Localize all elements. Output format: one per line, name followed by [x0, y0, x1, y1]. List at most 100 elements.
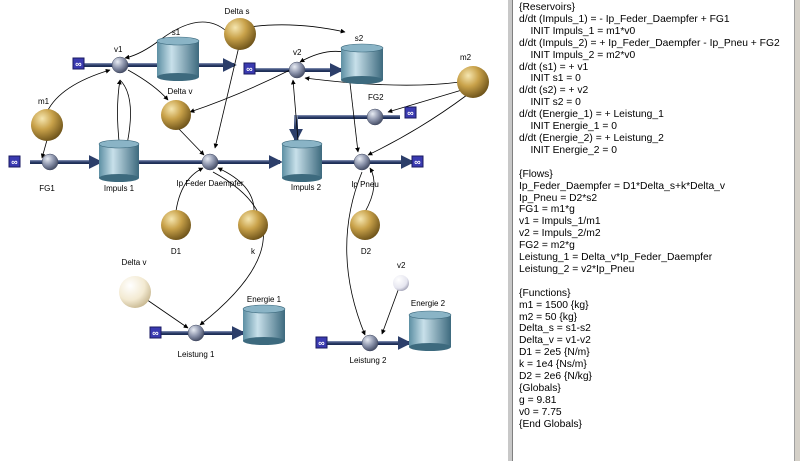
converter-d1[interactable]: D1	[161, 210, 191, 256]
valve-v2[interactable]: v2	[288, 48, 306, 79]
equation-line: FG2 = m2*g	[519, 240, 575, 252]
reservoir-energie-2[interactable]: Energie 2	[408, 299, 452, 351]
converter-m1[interactable]: m1	[31, 97, 63, 141]
svg-text:∞: ∞	[246, 64, 253, 74]
equation-line: d/dt (s1) = + v1	[519, 61, 589, 73]
diagram-canvas[interactable]: ∞ ∞ ∞ ∞ ∞ ∞ ∞ s1 s2 Impuls 1	[0, 0, 508, 461]
svg-text:Impuls 2: Impuls 2	[291, 183, 322, 192]
svg-text:D1: D1	[171, 247, 182, 256]
infinity-sink-fg2[interactable]: ∞	[404, 106, 417, 119]
equation-line: {Reservoirs}	[519, 2, 576, 13]
converter-d2[interactable]: D2	[350, 210, 380, 256]
svg-text:∞: ∞	[75, 59, 82, 69]
equation-line: Delta_s = s1-s2	[519, 323, 591, 335]
converter-delta-s[interactable]: Delta s	[224, 7, 256, 50]
equation-scrollbar[interactable]	[794, 0, 800, 461]
infinity-source-fg1[interactable]: ∞	[8, 155, 21, 168]
infinity-sink-ippneu[interactable]: ∞	[411, 155, 424, 168]
reservoir-impuls-2[interactable]: Impuls 2	[281, 139, 323, 192]
converter-m2[interactable]: m2	[457, 53, 489, 98]
panel-divider[interactable]	[508, 0, 512, 461]
equation-line: INIT Energie_1 = 0	[519, 121, 617, 133]
pipe-fg2	[295, 115, 400, 119]
equation-line: FG1 = m1*g	[519, 204, 575, 216]
svg-text:Leistung 1: Leistung 1	[178, 350, 215, 359]
pipe-s1-inflow	[80, 63, 230, 67]
equation-line: INIT s2 = 0	[519, 97, 581, 109]
reservoir-energie-1[interactable]: Energie 1	[242, 295, 286, 345]
svg-text:Energie 2: Energie 2	[411, 299, 446, 308]
equation-line: INIT Impuls_2 = m2*v0	[519, 49, 636, 61]
svg-text:s1: s1	[172, 28, 181, 37]
equation-line: v2 = Impuls_2/m2	[519, 228, 601, 240]
svg-text:v2: v2	[293, 48, 302, 57]
equation-line: k = 1e4 {Ns/m}	[519, 359, 587, 371]
converter-delta-v[interactable]: Delta v	[161, 87, 192, 130]
pipe-fg1	[30, 160, 100, 164]
valve-leistung-2[interactable]: Leistung 2	[350, 334, 387, 365]
equation-line: d/dt (Impuls_1) = - Ip_Feder_Daempfer + …	[519, 13, 730, 25]
connectors	[40, 21, 468, 336]
equation-line: m1 = 1500 {kg}	[519, 299, 589, 311]
svg-text:Delta v: Delta v	[122, 258, 147, 267]
infinity-source-v1[interactable]: ∞	[72, 57, 85, 70]
equation-line: v0 = 7.75	[519, 406, 562, 418]
svg-text:Energie 1: Energie 1	[247, 295, 282, 304]
svg-text:∞: ∞	[318, 338, 325, 348]
reservoir-s2[interactable]: s2	[340, 34, 384, 84]
equation-line: INIT Energie_2 = 0	[519, 144, 617, 156]
valve-fg1[interactable]: FG1	[39, 153, 59, 193]
svg-text:∞: ∞	[152, 328, 159, 338]
svg-text:Impuls 1: Impuls 1	[104, 184, 135, 193]
infinity-source-leistung1[interactable]: ∞	[149, 326, 162, 339]
svg-text:Delta v: Delta v	[168, 87, 193, 96]
equation-line: Delta_v = v1-v2	[519, 335, 591, 347]
valve-ip-feder-daempfer[interactable]: Ip Feder Daempfer	[176, 153, 244, 188]
valve-ip-pneu[interactable]: Ip Pneu	[351, 153, 379, 189]
valve-v1[interactable]: v1	[111, 45, 129, 74]
equation-line: d/dt (s2) = + v2	[519, 85, 589, 97]
reservoir-impuls-1[interactable]: Impuls 1	[98, 139, 140, 193]
equation-line: {End Globals}	[519, 418, 582, 430]
svg-text:∞: ∞	[11, 157, 18, 167]
svg-text:k: k	[251, 247, 256, 256]
equation-line: Leistung_2 = v2*Ip_Pneu	[519, 263, 635, 275]
svg-text:D2: D2	[361, 247, 372, 256]
equation-line: INIT Impuls_1 = m1*v0	[519, 25, 636, 37]
equation-line: d/dt (Energie_2) = + Leistung_2	[519, 132, 664, 144]
equation-listing[interactable]: {Reservoirs}d/dt (Impuls_1) = - Ip_Feder…	[512, 0, 794, 461]
equation-line	[519, 157, 794, 169]
ghost-v2[interactable]: v2	[393, 261, 409, 291]
svg-text:∞: ∞	[414, 157, 421, 167]
flow-pipes	[30, 63, 410, 345]
svg-text:Delta s: Delta s	[225, 7, 250, 16]
svg-text:v2: v2	[397, 261, 406, 270]
svg-text:∞: ∞	[407, 108, 414, 118]
reservoir-s1[interactable]: s1	[156, 28, 200, 81]
equation-line: d/dt (Impuls_2) = + Ip_Feder_Daempfer - …	[519, 37, 780, 49]
equation-line: d/dt (Energie_1) = + Leistung_1	[519, 109, 664, 121]
infinity-source-v2[interactable]: ∞	[243, 62, 256, 75]
infinity-source-leistung2[interactable]: ∞	[315, 336, 328, 349]
equation-line: {Functions}	[519, 287, 571, 299]
equation-line: g = 9.81	[519, 394, 557, 406]
svg-text:m1: m1	[38, 97, 50, 106]
equation-line: {Flows}	[519, 168, 553, 180]
equation-line: D2 = 2e6 {N/kg}	[519, 371, 592, 383]
svg-text:v1: v1	[114, 45, 123, 54]
svg-text:Leistung 2: Leistung 2	[350, 356, 387, 365]
svg-text:s2: s2	[355, 34, 364, 43]
equation-line: v1 = Impuls_1/m1	[519, 216, 601, 228]
equation-line: Leistung_1 = Delta_v*Ip_Feder_Daempfer	[519, 252, 713, 264]
equation-line: INIT s1 = 0	[519, 73, 581, 85]
ghost-delta-v[interactable]: Delta v	[119, 258, 151, 308]
equation-line: {Globals}	[519, 383, 561, 394]
svg-text:m2: m2	[460, 53, 472, 62]
valve-leistung-1[interactable]: Leistung 1	[178, 324, 215, 359]
svg-text:Ip Pneu: Ip Pneu	[351, 180, 379, 189]
converter-k[interactable]: k	[238, 210, 268, 256]
equation-line: D1 = 2e5 {N/m}	[519, 347, 590, 359]
svg-text:FG2: FG2	[368, 93, 384, 102]
valve-fg2[interactable]: FG2	[366, 93, 384, 126]
svg-text:Ip Feder Daempfer: Ip Feder Daempfer	[176, 179, 243, 188]
